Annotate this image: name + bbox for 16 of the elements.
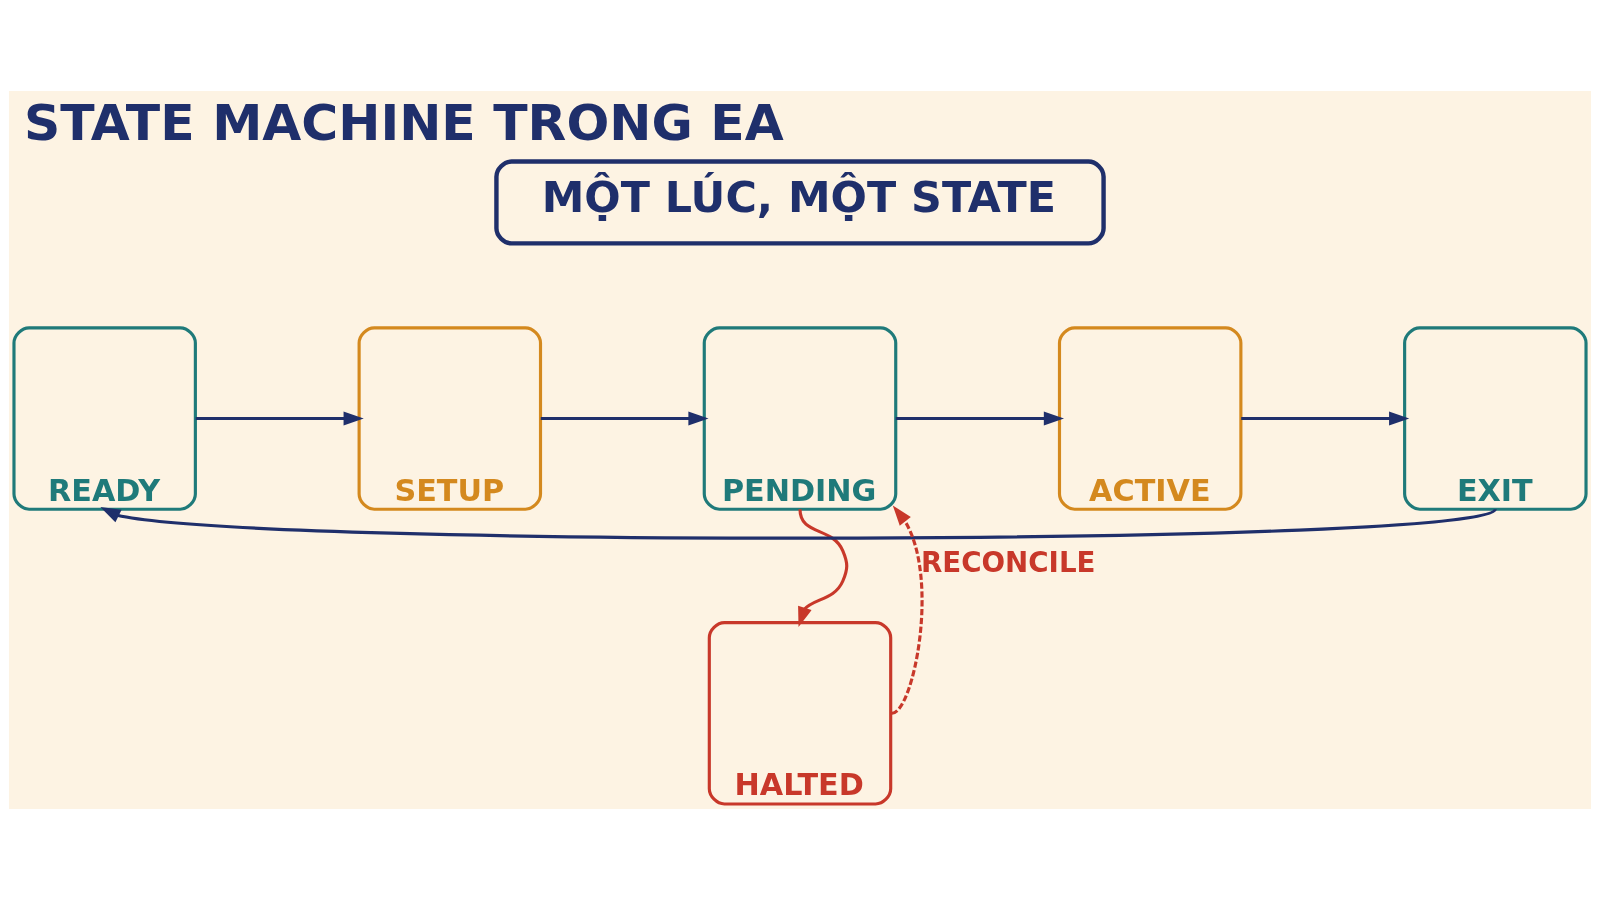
node-box: READY (12, 326, 197, 511)
arrow (798, 509, 849, 628)
diagram-title: STATE MACHINE TRONG EA (24, 93, 784, 153)
node-box: SETUP (357, 326, 543, 511)
edge-label: RECONCILE (920, 545, 1096, 579)
arrow (100, 507, 1496, 540)
node-box: MỘT LÚC, MỘT STATE (494, 159, 1106, 246)
arrow (891, 505, 924, 715)
node-box: ACTIVE (1057, 326, 1243, 511)
arrow (540, 411, 709, 426)
arrow (195, 411, 364, 426)
node-box: HALTED (707, 621, 893, 806)
node-box: EXIT (1403, 326, 1588, 511)
arrow (895, 411, 1064, 426)
arrow (1241, 411, 1410, 426)
node-box: PENDING (702, 326, 898, 511)
